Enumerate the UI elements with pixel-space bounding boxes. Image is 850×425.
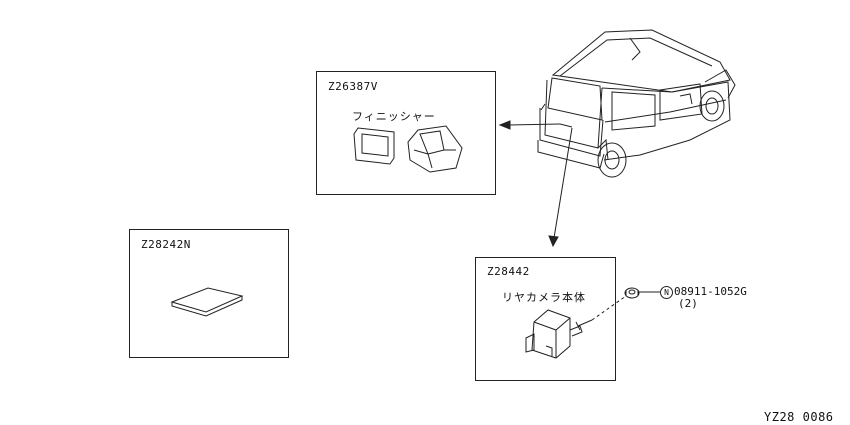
leader-lines	[498, 120, 660, 321]
diagram-id: YZ28 0086	[764, 410, 834, 424]
fastener-symbol: N	[660, 285, 673, 299]
camera-part-name: リヤカメラ本体	[502, 291, 586, 304]
sheet-illustration	[170, 287, 244, 317]
camera-box	[475, 257, 616, 381]
finisher-box	[316, 71, 496, 195]
sheet-part-code: Z28242N	[141, 238, 191, 251]
nut-illustration	[624, 287, 640, 299]
finisher-illustration	[353, 125, 463, 173]
finisher-part-code: Z26387V	[328, 80, 378, 93]
finisher-part-name: フィニッシャー	[352, 110, 436, 123]
camera-illustration	[525, 309, 593, 359]
sheet-box	[129, 229, 289, 358]
fastener-number: 08911-1052G	[674, 285, 747, 298]
fastener-quantity: (2)	[678, 297, 698, 310]
camera-part-code: Z28442	[487, 265, 530, 278]
